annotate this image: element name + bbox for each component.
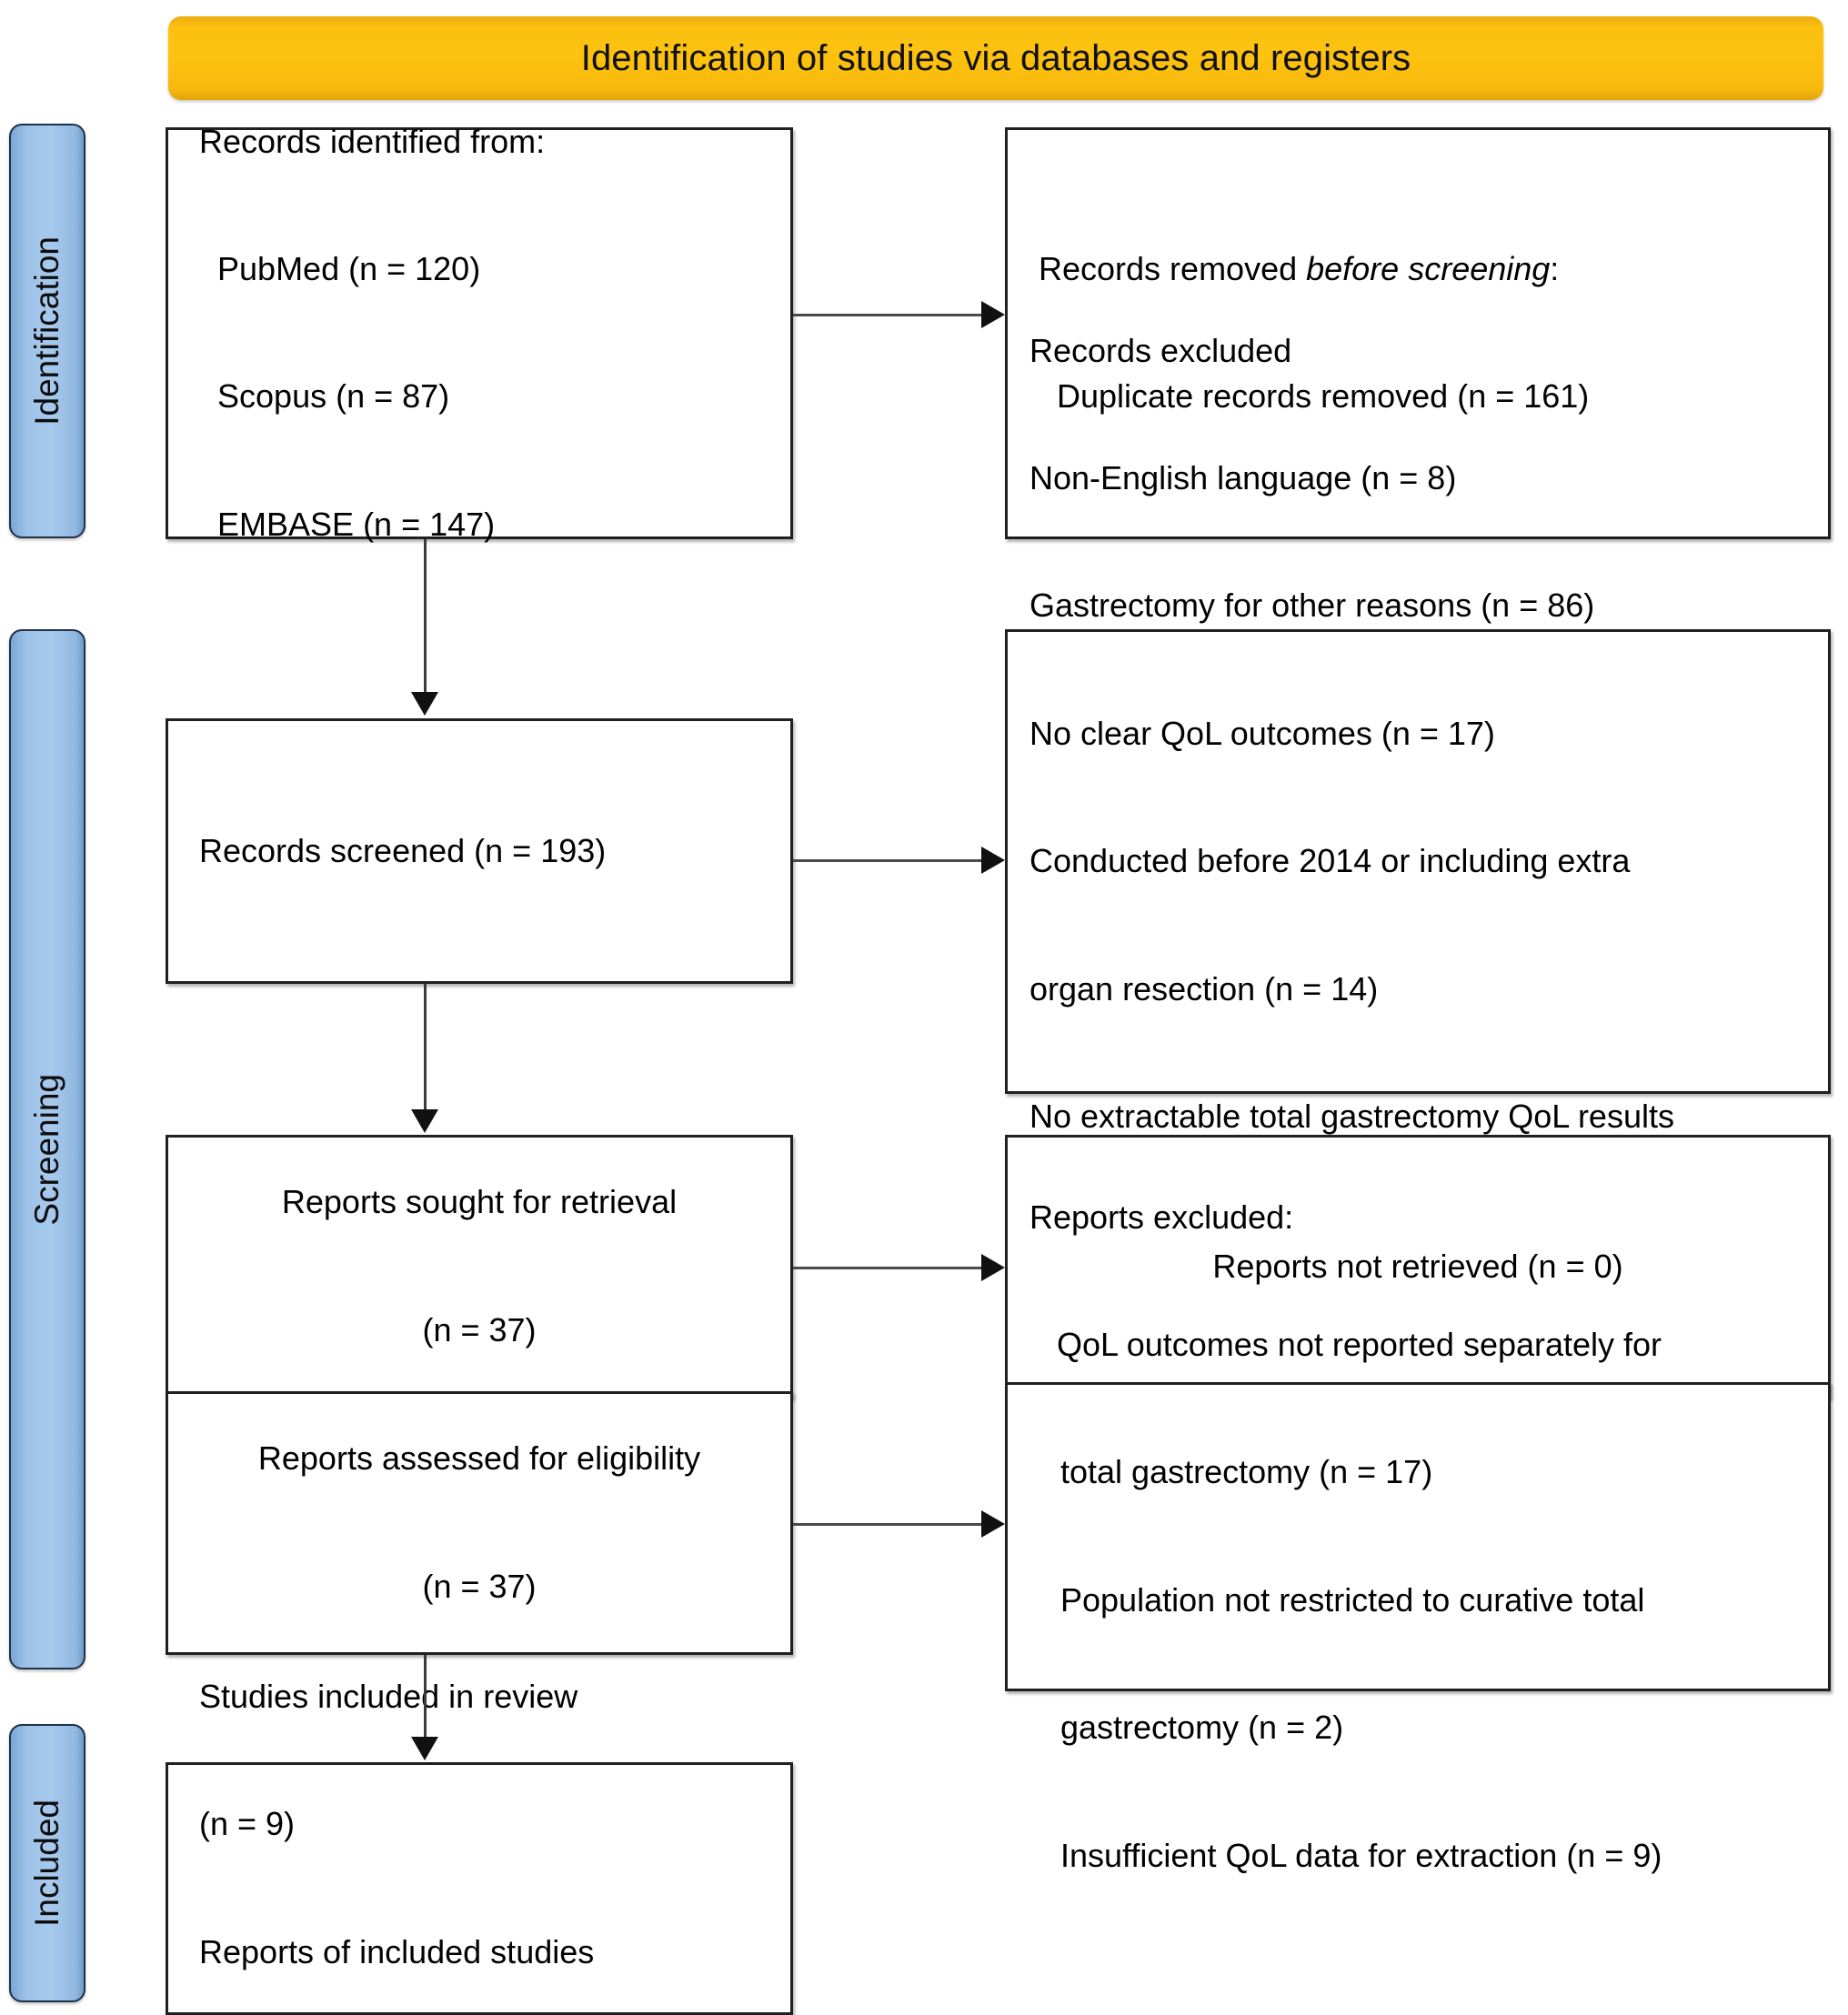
records-excluded-reason-4b: organ resection (n = 14) — [1029, 969, 1379, 1008]
records-identified-embase: EMBASE (n = 147) — [199, 505, 496, 543]
side-label-screening: Screening — [9, 629, 85, 1669]
reports-sought-line-1: Reports sought for retrieval — [281, 1183, 678, 1221]
connector-screened-to-sought — [424, 984, 427, 1109]
records-identified-scopus: Scopus (n = 87) — [199, 377, 450, 416]
box-studies-included-text: Studies included in review (n = 9) Repor… — [168, 1590, 790, 2015]
records-excluded-reason-4a: Conducted before 2014 or including extra — [1029, 842, 1631, 880]
records-removed-prefix: Records removed — [1039, 249, 1307, 287]
records-identified-line-1: Records identified from: — [199, 122, 546, 160]
side-label-identification: Identification — [9, 124, 85, 538]
box-records-screened: Records screened (n = 193) — [166, 718, 793, 984]
box-reports-sought-text: Reports sought for retrieval (n = 37) — [168, 1097, 790, 1437]
reports-excluded-reason-2a: Population not restricted to curative to… — [1060, 1580, 1645, 1619]
box-records-excluded: Records excluded Non-English language (n… — [1005, 332, 1831, 1390]
arrow-identified-to-removed — [981, 301, 1005, 328]
box-records-removed-text: Records removed before screening: Duplic… — [1008, 163, 1828, 503]
box-reports-assessed-for-eligibility: Reports assessed for eligibility (n = 37… — [166, 1391, 793, 1655]
reports-excluded-reason-3: Insufficient QoL data for extraction (n … — [1060, 1836, 1662, 1874]
side-label-included: Included — [9, 1724, 85, 2002]
records-screened-line: Records screened (n = 193) — [199, 831, 607, 869]
side-label-included-text: Included — [28, 1799, 65, 1927]
connector-sought-to-not-retrieved — [793, 1267, 981, 1269]
connector-screened-to-records-excluded — [793, 859, 981, 862]
arrow-assessed-to-reports-excluded — [981, 1510, 1005, 1538]
records-excluded-heading: Records excluded — [1029, 331, 1292, 369]
arrow-screened-to-sought — [411, 1109, 438, 1133]
box-reports-not-retrieved-text: Reports not retrieved (n = 0) — [1008, 1160, 1828, 1373]
records-removed-suffix: : — [1550, 249, 1560, 287]
arrow-sought-to-not-retrieved — [981, 1254, 1005, 1281]
records-identified-pubmed: PubMed (n = 120) — [199, 249, 481, 287]
connector-assessed-to-included — [424, 1655, 427, 1737]
arrow-screened-to-records-excluded — [981, 847, 1005, 874]
box-reports-excluded: Reports excluded: QoL outcomes not repor… — [1005, 1198, 1831, 1874]
records-excluded-reason-3: No clear QoL outcomes (n = 17) — [1029, 714, 1495, 752]
reports-assessed-count: (n = 37) — [422, 1567, 537, 1605]
reports-excluded-reason-2b: gastrectomy (n = 2) — [1060, 1709, 1344, 1747]
reports-excluded-reason-1a: QoL outcomes not reported separately for — [1029, 1326, 1662, 1364]
reports-excluded-reason-1b: total gastrectomy (n = 17) — [1060, 1453, 1433, 1491]
arrow-identified-to-screened — [411, 692, 438, 716]
reports-assessed-line-1: Reports assessed for eligibility — [257, 1439, 701, 1478]
box-reports-sought-for-retrieval: Reports sought for retrieval (n = 37) — [166, 1135, 793, 1398]
connector-identified-to-screened — [424, 539, 427, 692]
box-records-identified: Records identified from: PubMed (n = 120… — [166, 123, 793, 543]
reports-excluded-heading: Reports excluded: — [1029, 1198, 1294, 1236]
records-excluded-reason-1: Non-English language (n = 8) — [1029, 458, 1457, 496]
reports-sought-count: (n = 37) — [422, 1310, 537, 1348]
box-reports-assessed-text: Reports assessed for eligibility (n = 37… — [168, 1353, 790, 1693]
records-removed-italic: before screening — [1306, 249, 1551, 287]
connector-identified-to-removed — [793, 314, 981, 316]
box-studies-included: Studies included in review (n = 9) Repor… — [166, 1678, 793, 2015]
reports-of-included-line: Reports of included studies — [199, 1932, 595, 1970]
box-records-screened-text: Records screened (n = 193) — [168, 745, 790, 957]
studies-included-count: (n = 9) — [199, 1805, 296, 1843]
phase-header-label: Identification of studies via databases … — [580, 38, 1411, 78]
side-label-identification-text: Identification — [28, 236, 65, 426]
phase-header-identification: Identification of studies via databases … — [168, 16, 1823, 100]
side-label-screening-text: Screening — [28, 1073, 65, 1226]
reports-not-retrieved-line: Reports not retrieved (n = 0) — [1212, 1247, 1623, 1285]
box-records-removed-before-screening: Records removed before screening: Duplic… — [1005, 127, 1831, 539]
records-removed-heading: Records removed before screening: — [1039, 248, 1812, 291]
box-records-identified-text: Records identified from: PubMed (n = 120… — [168, 35, 790, 631]
records-excluded-reason-2: Gastrectomy for other reasons (n = 86) — [1029, 586, 1595, 625]
box-reports-excluded-text: Reports excluded: QoL outcomes not repor… — [1008, 1111, 1828, 1962]
arrow-assessed-to-included — [411, 1737, 438, 1760]
studies-included-line-1: Studies included in review — [199, 1678, 578, 1716]
connector-assessed-to-reports-excluded — [793, 1523, 981, 1526]
records-removed-duplicates: Duplicate records removed (n = 161) — [1039, 377, 1590, 416]
box-reports-not-retrieved: Reports not retrieved (n = 0) — [1005, 1135, 1831, 1398]
records-excluded-reason-5a: No extractable total gastrectomy QoL res… — [1029, 1097, 1674, 1135]
